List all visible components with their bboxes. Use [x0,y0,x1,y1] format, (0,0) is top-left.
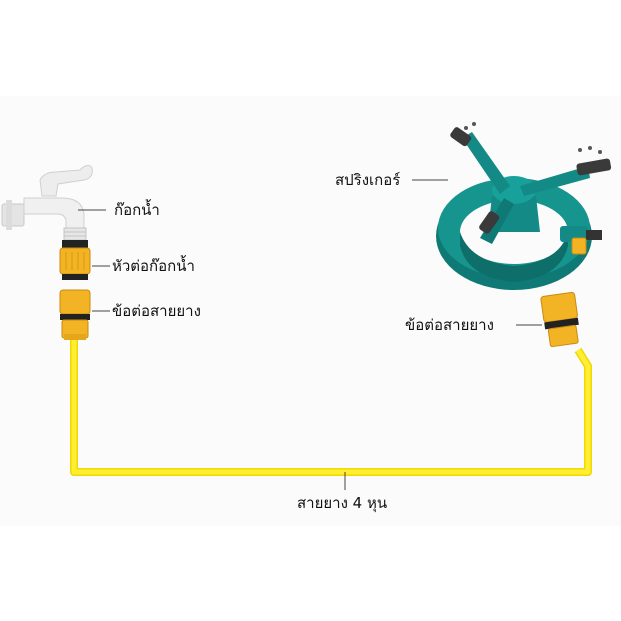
sprinkler-label: สปริงเกอร์ [335,171,401,189]
hose [70,338,592,476]
faucet-label: ก๊อกน้ำ [114,201,160,219]
leader-lines [78,179,542,490]
faucet-adapter-label: หัวต่อก๊อกน้ำ [112,257,195,275]
left-hose-connector-icon [59,289,91,340]
left-hose-connector-label: ข้อต่อสายยาง [112,302,201,320]
faucet-icon [1,164,93,241]
right-hose-connector-label: ข้อต่อสายยาง [405,316,494,334]
hose-label: สายยาง 4 หุน [297,494,388,512]
right-hose-connector-icon [540,291,579,348]
faucet-adapter-icon [59,240,91,280]
rotating-sprinkler-icon [436,122,612,290]
